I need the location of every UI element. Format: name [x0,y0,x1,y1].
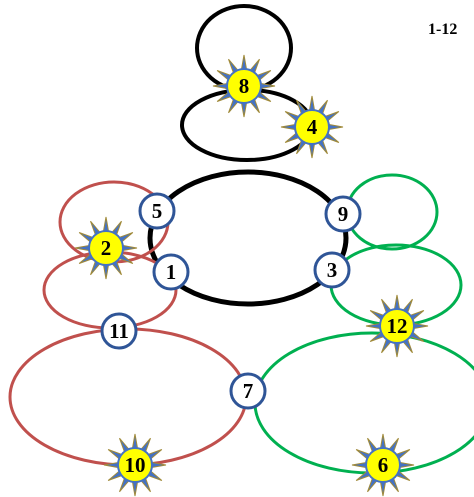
circle-node-label: 1 [166,260,177,284]
sun-ray [121,244,138,252]
sun-node-10: 10 [103,433,167,497]
sun-nodes: 8 4 2 12 10 6 [74,54,429,497]
sun-disc [117,447,153,483]
circle-node-ring [324,195,362,233]
circle-node-11: 11 [100,312,138,350]
sun-ray [102,263,110,280]
circle-node-ring [138,192,176,230]
circle-node-9: 9 [324,195,362,233]
circle-node-label: 3 [327,258,338,282]
sun-ray [398,461,415,469]
sun-disc [379,308,415,344]
circle-node-label: 9 [338,202,349,226]
circle-node-label: 11 [109,319,129,343]
sun-disc [88,230,124,266]
sun-ray [131,433,139,450]
sun-node-12: 12 [365,294,429,358]
circle-node-ring [152,253,190,291]
circle-node-3: 3 [313,251,351,289]
red-loop-large [8,327,248,467]
sun-disc [365,447,401,483]
sun-ray [412,322,429,330]
circle-node-label: 5 [152,199,163,223]
sun-ray [351,461,368,469]
sun-disc [294,109,330,145]
sun-ray [379,480,387,497]
sun-node-label: 2 [101,236,112,260]
sun-ray [280,123,297,131]
sun-node-label: 8 [239,74,250,98]
sun-ray [393,294,401,311]
sun-ray [131,480,139,497]
sun-disc [226,68,262,104]
sun-ray [393,341,401,358]
circle-node-5: 5 [138,192,176,230]
sun-ray [379,433,387,450]
sun-node-label: 6 [378,453,389,477]
sun-ray [308,95,316,112]
circle-node-1: 1 [152,253,190,291]
circle-node-7: 7 [229,372,267,410]
sun-node-8: 8 [212,54,276,118]
sun-ray [102,216,110,233]
circle-node-ring [100,312,138,350]
sun-node-2: 2 [74,216,138,280]
circle-node-ring [229,372,267,410]
range-label: 1-12 [428,21,457,38]
sun-node-label: 4 [307,115,318,139]
sun-node-label: 12 [387,314,408,338]
sun-ray [327,123,344,131]
sun-node-6: 6 [351,433,415,497]
sun-ray [308,142,316,159]
circle-node-label: 7 [243,379,254,403]
sun-node-4: 4 [280,95,344,159]
circle-node-ring [313,251,351,289]
sun-node-label: 10 [125,453,146,477]
sun-ray [240,101,248,118]
black-loop-main [147,169,349,307]
sun-ray [240,54,248,71]
